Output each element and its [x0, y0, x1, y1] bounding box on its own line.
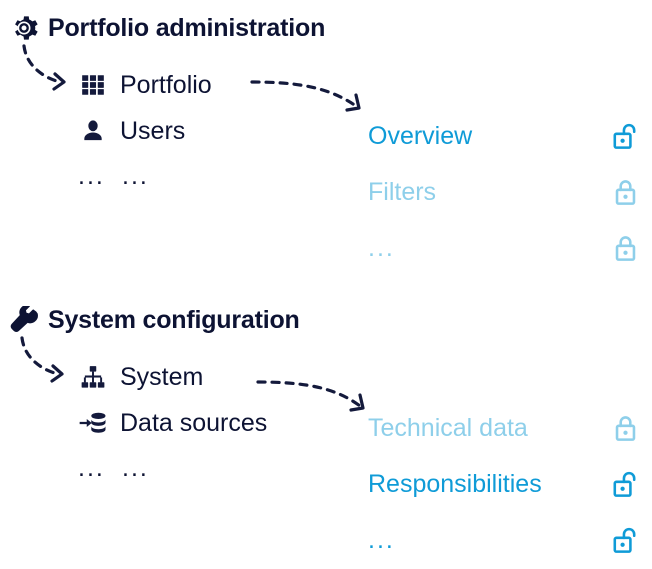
- group-heading-label: Portfolio administration: [48, 13, 326, 42]
- grid-icon: [78, 70, 108, 100]
- menu-item-label: System: [120, 362, 204, 391]
- menu-ellipsis-row: ... ...: [78, 446, 348, 490]
- lock-icon[interactable]: [610, 175, 640, 209]
- arrowhead-technical: [349, 393, 365, 412]
- detail-row-overview[interactable]: Overview: [368, 108, 640, 164]
- menu-item-label: Portfolio: [120, 70, 212, 99]
- detail-item-label: ...: [368, 233, 395, 262]
- arrowhead-overview: [345, 93, 361, 112]
- group-heading: System configuration: [8, 302, 300, 338]
- detail-item-label: Responsibilities: [368, 469, 542, 498]
- menu-ellipsis-right: ...: [122, 161, 149, 190]
- arrowhead-portfolio: [52, 72, 66, 91]
- detail-row-more[interactable]: ...: [368, 512, 640, 568]
- gear-icon: [8, 12, 40, 44]
- menu-item-data-sources[interactable]: Data sources: [78, 400, 348, 446]
- detail-row-filters[interactable]: Filters: [368, 164, 640, 220]
- detail-item-label: Filters: [368, 177, 437, 206]
- menu-ellipsis-left: ...: [78, 453, 105, 482]
- menu-ellipsis-right: ...: [122, 453, 149, 482]
- unlock-icon[interactable]: [610, 523, 640, 557]
- detail-row-technical-data[interactable]: Technical data: [368, 400, 640, 456]
- detail-item-label: Technical data: [368, 413, 528, 442]
- menu-item-label: Data sources: [120, 408, 268, 437]
- menu-item-users[interactable]: Users: [78, 108, 348, 154]
- arrowhead-system: [50, 364, 64, 383]
- group-heading-label: System configuration: [48, 305, 300, 334]
- group-heading: Portfolio administration: [8, 10, 325, 46]
- lock-icon[interactable]: [610, 411, 640, 445]
- database-import-icon: [78, 408, 108, 438]
- menu-item-portfolio[interactable]: Portfolio: [78, 62, 348, 108]
- sitemap-icon: [78, 362, 108, 392]
- wrench-icon: [8, 304, 40, 336]
- menu-item-system[interactable]: System: [78, 354, 348, 400]
- user-icon: [78, 116, 108, 146]
- menu-ellipsis-row: ... ...: [78, 154, 348, 198]
- menu-column: System Data sources ... ...: [78, 354, 348, 490]
- detail-row-more[interactable]: ...: [368, 220, 640, 276]
- menu-column: Portfolio Users ... ...: [78, 62, 348, 198]
- detail-row-responsibilities[interactable]: Responsibilities: [368, 456, 640, 512]
- connector-wrench-to-system: [20, 336, 60, 376]
- connector-gear-to-portfolio: [22, 44, 62, 84]
- detail-item-label: Overview: [368, 121, 473, 150]
- detail-column: Technical data Responsibilities: [368, 400, 640, 568]
- unlock-icon[interactable]: [610, 467, 640, 501]
- lock-icon[interactable]: [610, 231, 640, 265]
- menu-ellipsis-left: ...: [78, 161, 105, 190]
- menu-item-label: Users: [120, 116, 186, 145]
- unlock-icon[interactable]: [610, 119, 640, 153]
- detail-column: Overview Filters: [368, 108, 640, 276]
- detail-item-label: ...: [368, 525, 395, 554]
